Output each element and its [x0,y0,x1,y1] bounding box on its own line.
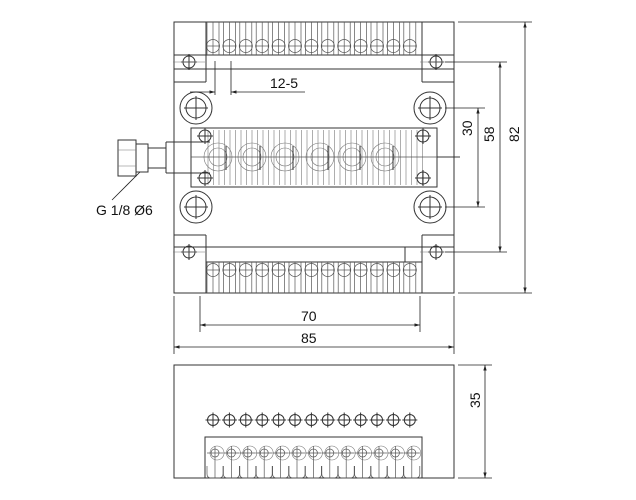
pitch-label: 12-5 [270,75,298,91]
dim-85-label: 85 [301,330,317,346]
dim-30-label: 30 [459,120,475,136]
front-view [173,364,455,479]
dim-58-label: 58 [481,126,497,142]
dimension-70: 70 [199,296,421,332]
front-body [173,364,455,479]
dim-82-label: 82 [506,126,522,142]
bottom-terminals [206,262,417,293]
body-outline [173,21,455,294]
manifold-detail [191,130,460,185]
dimension-35: 35 [458,364,492,479]
top-terminals [206,22,417,55]
dimension-85: 85 [173,296,455,354]
front-terminals [206,445,422,479]
top-terminal-strip [205,21,423,56]
pneumatic-fitting [111,139,210,201]
dimension-58: 58 [445,61,507,253]
center-manifold [190,127,438,188]
dim-35-label: 35 [467,392,483,408]
counterbore-hole-icon [179,190,213,224]
dimension-30: 30 [437,107,485,208]
dimension-82: 82 [458,21,532,294]
dim-70-label: 70 [301,308,317,324]
bottom-terminal-strip [205,261,423,294]
mounting-holes [173,54,452,260]
dimension-pitch: 12-5 [190,61,305,95]
front-screws [205,412,418,428]
top-view: G 1/8 Ø6 [96,21,460,294]
port-size-label: G 1/8 Ø6 [96,202,153,218]
